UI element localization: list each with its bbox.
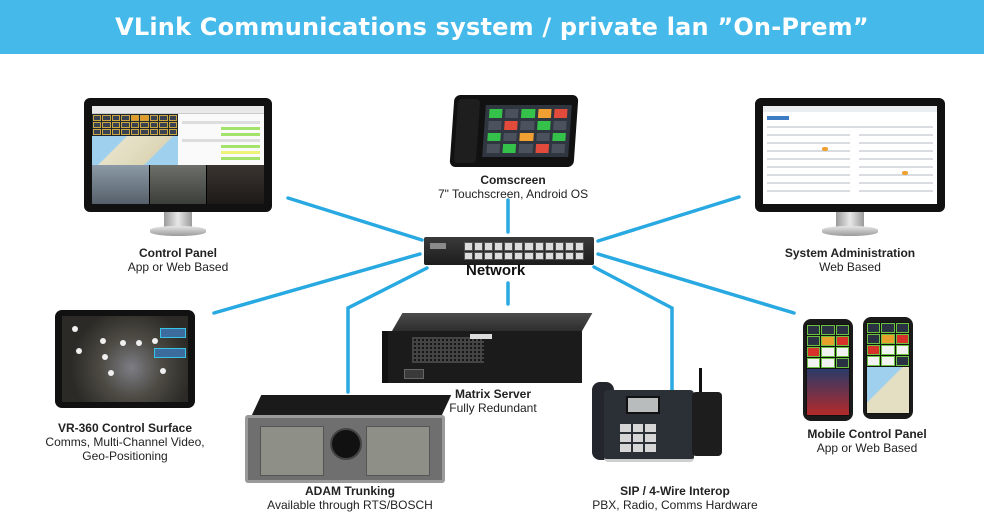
node-subtitle: Comms, Multi-Channel Video, <box>45 435 205 449</box>
sip-label: SIP / 4-Wire Interop PBX, Radio, Comms H… <box>580 484 770 512</box>
comscreen-label: Comscreen 7" Touchscreen, Android OS <box>438 173 588 201</box>
node-subtitle: Fully Redundant <box>449 401 537 415</box>
network-switch-icon <box>424 237 594 265</box>
mobile-label: Mobile Control Panel App or Web Based <box>782 427 952 455</box>
network-label: Network <box>466 262 526 279</box>
tablet-icon <box>55 310 195 408</box>
page-title: VLink Communications system / private la… <box>115 13 869 41</box>
control-panel-screen <box>92 106 264 204</box>
node-title: Comscreen <box>480 173 546 187</box>
handheld-radio-icon <box>692 368 722 456</box>
link-system-admin <box>596 195 741 243</box>
control-panel-label: Control Panel App or Web Based <box>108 246 248 274</box>
header-banner: VLink Communications system / private la… <box>0 0 984 54</box>
adam-label: ADAM Trunking Available through RTS/BOSC… <box>245 484 455 512</box>
ip-phone-radio-icon <box>590 382 695 466</box>
node-subtitle: App or Web Based <box>816 441 918 455</box>
link-vr360 <box>212 252 422 315</box>
control-panel-monitor <box>84 98 272 240</box>
vr360-label: VR-360 Control Surface Comms, Multi-Chan… <box>20 421 230 463</box>
node-subtitle: Available through RTS/BOSCH <box>267 498 433 512</box>
link-adam <box>346 266 429 394</box>
smartphone-icon <box>803 319 853 421</box>
node-title: Control Panel <box>138 246 217 260</box>
node-title: ADAM Trunking <box>305 484 395 498</box>
link-mobile <box>596 252 796 315</box>
node-title: SIP / 4-Wire Interop <box>620 484 730 498</box>
smartphone-icon <box>863 317 913 419</box>
node-title: Matrix Server <box>454 387 532 401</box>
link-sip <box>592 265 674 394</box>
node-subtitle: Geo-Positioning <box>82 449 168 463</box>
node-title: System Administration <box>784 246 916 260</box>
node-subtitle: Web Based <box>819 260 881 274</box>
desk-touchscreen-phone-icon <box>449 95 579 167</box>
node-title: Mobile Control Panel <box>807 427 927 441</box>
link-control-panel <box>286 196 424 242</box>
rack-server-icon <box>382 313 593 383</box>
system-admin-monitor <box>755 98 945 240</box>
node-subtitle: PBX, Radio, Comms Hardware <box>592 498 758 512</box>
node-subtitle: App or Web Based <box>127 260 229 274</box>
intercom-frame-icon <box>245 395 452 487</box>
node-subtitle: 7" Touchscreen, Android OS <box>438 187 589 201</box>
matrix-server-label: Matrix Server Fully Redundant <box>438 387 548 415</box>
system-admin-screen <box>763 106 937 204</box>
node-title: VR-360 Control Surface <box>57 421 193 435</box>
system-admin-label: System Administration Web Based <box>770 246 930 274</box>
